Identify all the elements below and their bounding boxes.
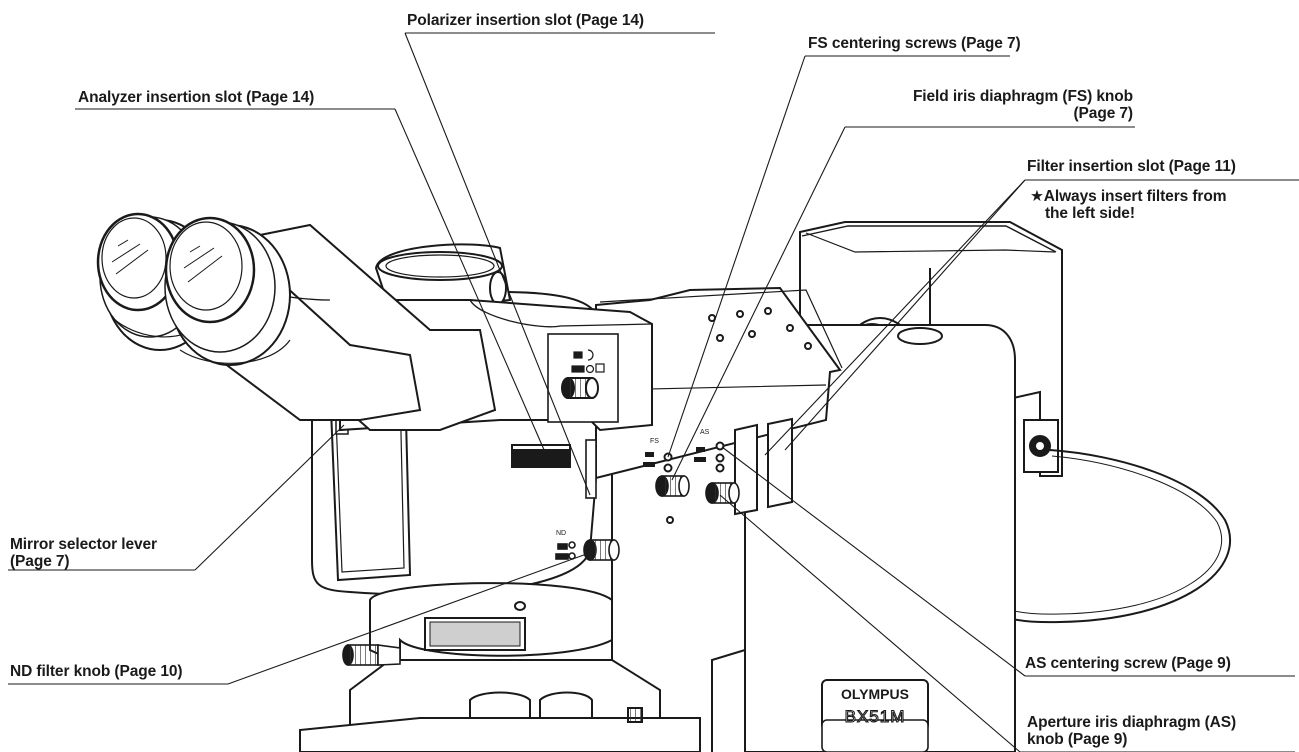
label-polarizer-slot: Polarizer insertion slot (Page 14) <box>407 12 644 29</box>
label-as-knob: Aperture iris diaphragm (AS) knob (Page … <box>1027 714 1236 748</box>
label-filter-note: ★Always insert filters from the left sid… <box>1030 188 1227 222</box>
nosepiece <box>299 582 701 752</box>
brand-text: OLYMPUS <box>841 686 909 702</box>
fs-panel-symbols <box>643 447 706 467</box>
nd-mark: ND <box>556 530 566 537</box>
label-fs-knob-line2: (Page 7) <box>1073 105 1134 122</box>
label-mirror-line2: (Page 7) <box>10 553 70 570</box>
label-fs-knob: Field iris diaphragm (FS) knob (Page 7) <box>913 88 1133 122</box>
polarizer-slot <box>585 439 597 499</box>
model-text: BX51M <box>845 707 906 726</box>
label-as-knob-line1: Aperture iris diaphragm (AS) <box>1027 714 1237 731</box>
head-symbols <box>571 349 605 374</box>
label-filter-slot: Filter insertion slot (Page 11) <box>1027 158 1236 175</box>
as-knob <box>705 482 740 504</box>
power-cable <box>989 449 1231 624</box>
label-as-knob-line2: knob (Page 9) <box>1027 731 1128 748</box>
label-nd-knob: ND filter knob (Page 10) <box>10 663 183 680</box>
as-mark: AS <box>700 429 710 436</box>
star-icon: ★ <box>1030 188 1044 205</box>
label-filter-note-line1: Always insert filters from <box>1043 188 1227 205</box>
label-fs-centering: FS centering screws (Page 7) <box>808 35 1021 52</box>
fs-mark: FS <box>650 438 659 445</box>
label-filter-note-line2: the left side! <box>1045 205 1135 222</box>
label-as-centering: AS centering screw (Page 9) <box>1025 655 1231 672</box>
fs-knob <box>655 475 690 497</box>
label-mirror-selector: Mirror selector lever (Page 7) <box>10 536 157 570</box>
leader-lines <box>8 32 1299 752</box>
eyepiece-right <box>164 216 291 366</box>
label-mirror-line1: Mirror selector lever <box>10 536 157 553</box>
label-fs-knob-line1: Field iris diaphragm (FS) knob <box>912 88 1133 105</box>
label-analyzer-slot: Analyzer insertion slot (Page 14) <box>78 89 315 106</box>
side-knob <box>342 644 401 666</box>
